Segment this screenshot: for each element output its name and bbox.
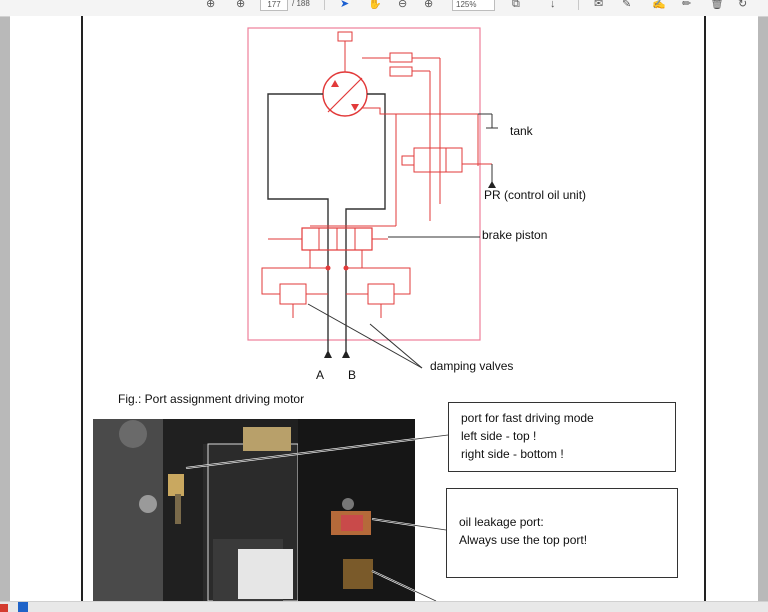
motor-photo-image (93, 419, 415, 601)
fit-page-icon[interactable]: ⧉ (512, 0, 520, 10)
page-right-edge (704, 16, 706, 601)
label-damping-valves: damping valves (430, 359, 514, 373)
callout-leakage-line-2: Always use the top port! (459, 533, 588, 547)
toolbar-divider (578, 0, 579, 10)
page-up-icon[interactable]: ⊕ (206, 0, 216, 10)
download-icon[interactable]: ↓ (550, 0, 556, 10)
page-left-edge (81, 16, 83, 601)
callout-fast-line-2: left side - top ! (461, 429, 537, 443)
pdf-toolbar: ⊕ ⊕ 177 / 188 ➤ ✋ ⊖ ⊕ 125% ⧉ ↓ ✉ ✎ ✍ ✏ 🗑… (0, 0, 768, 17)
rotate-icon[interactable]: ↻ (738, 0, 748, 10)
hand-tool-icon[interactable]: ✋ (368, 0, 382, 10)
label-brake-piston: brake piston (482, 228, 548, 242)
callout-leakage-line-1: oil leakage port: (459, 515, 544, 529)
status-bar (0, 601, 768, 612)
highlight-icon[interactable]: ✎ (622, 0, 632, 10)
label-port-b: B (348, 368, 357, 382)
motor-photo (93, 419, 415, 601)
select-tool-icon[interactable]: ➤ (340, 0, 350, 10)
label-tank: tank (510, 124, 533, 138)
zoom-input[interactable]: 125% (452, 0, 495, 11)
callout-fast-driving: port for fast driving mode left side - t… (448, 402, 676, 472)
delete-icon[interactable]: 🗑 (710, 0, 724, 10)
label-port-a: A (316, 368, 325, 382)
figure-caption: Fig.: Port assignment driving motor (118, 392, 305, 406)
zoom-out-icon[interactable]: ⊖ (398, 0, 408, 10)
callout-fast-line-3: right side - bottom ! (461, 447, 564, 461)
hydraulic-schematic (247, 27, 498, 369)
toolbar-divider (324, 0, 325, 10)
label-pr: PR (control oil unit) (484, 188, 587, 202)
comment-icon[interactable]: ✉ (594, 0, 604, 10)
page-total: / 188 (292, 0, 310, 8)
callout-oil-leakage: oil leakage port: Always use the top por… (446, 488, 678, 578)
draw-icon[interactable]: ✍ (652, 0, 666, 10)
page-number-input[interactable]: 177 (260, 0, 288, 11)
document-page: tank PR (control oil unit) brake piston … (10, 16, 758, 601)
zoom-in-icon[interactable]: ⊕ (424, 0, 434, 10)
pen-icon[interactable]: ✏ (682, 0, 692, 10)
callout-fast-line-1: port for fast driving mode (461, 411, 594, 425)
taskbar-app-icon[interactable] (0, 602, 40, 612)
page-down-icon[interactable]: ⊕ (236, 0, 246, 10)
